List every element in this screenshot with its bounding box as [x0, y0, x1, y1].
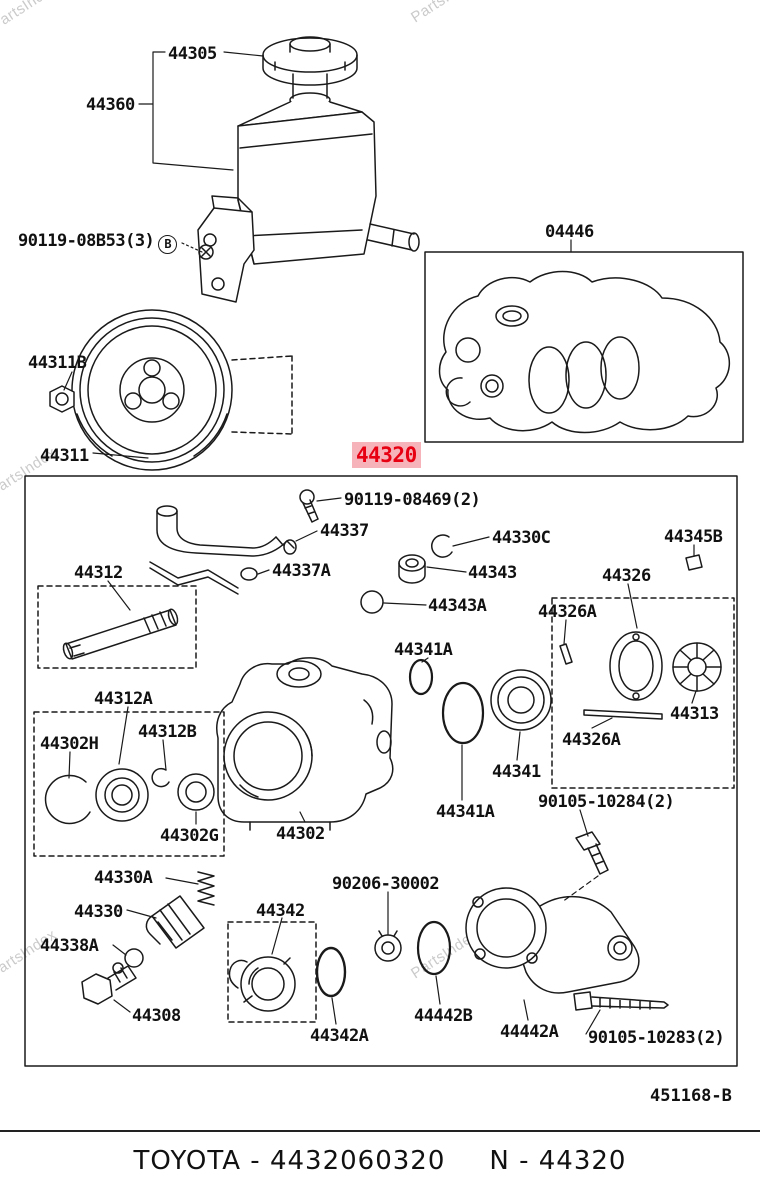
- part-pin-44326a-2: [583, 709, 663, 720]
- part-label-44341a-1: 44341A: [394, 640, 453, 660]
- part-label-04446: 04446: [545, 222, 594, 242]
- part-oring-44341a-1: [408, 658, 434, 696]
- part-ball-44343a: [360, 590, 384, 614]
- part-label-44337a: 44337A: [272, 561, 331, 581]
- part-valve-44330: [145, 895, 205, 949]
- part-label-44442b: 44442B: [414, 1006, 473, 1026]
- part-oring-44337a: [240, 567, 258, 581]
- part-label-44342a: 44342A: [310, 1026, 369, 1046]
- part-label-90105-10283: 90105-10283(2): [588, 1028, 725, 1048]
- part-label-text: 90119-08B53(3): [18, 231, 155, 251]
- part-rotor-44313: [672, 642, 722, 692]
- part-label-44313: 44313: [670, 704, 719, 724]
- part-spring-44330a: [197, 871, 215, 906]
- part-ball-44338a: [124, 948, 144, 968]
- part-label-44326a-2: 44326A: [562, 730, 621, 750]
- part-oring-44342a: [315, 946, 347, 998]
- part-label-44305: 44305: [168, 44, 217, 64]
- part-oring-44341a-2: [441, 681, 485, 745]
- gasket-kit-box: [424, 251, 744, 443]
- part-label-44343a: 44343A: [428, 596, 487, 616]
- part-label-44360: 44360: [86, 95, 135, 115]
- part-plug-44308: [81, 965, 137, 1005]
- part-label-90119-08b53: 90119-08B53(3)B: [18, 231, 178, 254]
- part-oring-44442b: [416, 920, 452, 976]
- part-label-44343: 44343: [468, 563, 517, 583]
- part-label-44312: 44312: [74, 563, 123, 583]
- part-label-44337: 44337: [320, 521, 369, 541]
- part-pump-body-44302: [216, 657, 394, 831]
- dotted-leader: [181, 242, 203, 253]
- part-bearing-44312a: [95, 768, 149, 822]
- part-label-44341: 44341: [492, 762, 541, 782]
- footer-toyota-part-number: TOYOTA - 4432060320: [133, 1146, 446, 1176]
- part-reservoir-cap: [262, 36, 358, 86]
- part-label-44342: 44342: [256, 901, 305, 921]
- part-union-44342: [228, 956, 296, 1012]
- footer-catalog-number: N - 44320: [489, 1146, 627, 1176]
- part-label-44326a-1: 44326A: [538, 602, 597, 622]
- part-shaft-44312: [62, 608, 179, 660]
- part-key-44345b: [685, 554, 703, 571]
- part-seal-44341: [490, 669, 552, 731]
- part-label-90105-10284: 90105-10284(2): [538, 792, 675, 812]
- footer-part-info: TOYOTA - 4432060320 N - 44320: [0, 1130, 760, 1190]
- part-label-44442a: 44442A: [500, 1022, 559, 1042]
- part-bolt-90119-08469: [299, 489, 319, 523]
- part-pin-44326a-1: [559, 643, 573, 665]
- drawing-number: 451168-B: [650, 1086, 732, 1106]
- part-label-44302: 44302: [276, 824, 325, 844]
- part-seal-44302g: [177, 773, 215, 811]
- part-bracket: [197, 195, 255, 303]
- part-label-44338a: 44338A: [40, 936, 99, 956]
- bearing-group-box: [33, 711, 225, 857]
- part-label-44326: 44326: [602, 566, 651, 586]
- part-label-44311b: 44311B: [28, 353, 87, 373]
- part-pulley-nut: [49, 385, 75, 413]
- main-diagram-box: [24, 475, 738, 1067]
- part-label-44308: 44308: [132, 1006, 181, 1026]
- part-bushing-44343: [398, 554, 426, 584]
- part-bracket-bolt: [198, 244, 214, 260]
- part-label-90206-30002: 90206-30002: [332, 874, 440, 894]
- part-label-44312b: 44312B: [138, 722, 197, 742]
- circled-b-icon: B: [158, 234, 178, 254]
- part-bolt-90105-10284: [575, 831, 609, 875]
- part-snapring-44302h: [44, 774, 91, 825]
- part-label-44312a: 44312A: [94, 689, 153, 709]
- part-label-90119-08469: 90119-08469(2): [344, 490, 481, 510]
- part-label-44330: 44330: [74, 902, 123, 922]
- part-label-44302g: 44302G: [160, 826, 219, 846]
- part-label-44311: 44311: [40, 446, 89, 466]
- part-label-44320-highlight: 44320: [352, 442, 421, 468]
- dashed-leader: [561, 875, 599, 903]
- part-label-44345b: 44345B: [664, 527, 723, 547]
- part-snapring-44330c: [431, 534, 453, 558]
- dashed-link-lines: [231, 355, 293, 435]
- part-label-44330c: 44330C: [492, 528, 551, 548]
- part-rear-cover-44442a: [465, 887, 640, 994]
- part-bolt-90105-10283: [573, 991, 669, 1011]
- part-clip-90206: [374, 930, 402, 962]
- leader-lines: [63, 51, 697, 1035]
- part-camring-44326: [609, 631, 663, 701]
- part-label-44330a: 44330A: [94, 868, 153, 888]
- part-label-44341a-2: 44341A: [436, 802, 495, 822]
- part-suction-tube-44337: [156, 505, 297, 557]
- part-pulley: [71, 309, 233, 471]
- part-snapring-44312b: [151, 767, 170, 788]
- part-label-44302h: 44302H: [40, 734, 99, 754]
- part-tube-bracket: [149, 561, 239, 595]
- shaft-group-box: [37, 585, 197, 669]
- part-reservoir-body: [237, 73, 420, 265]
- cartridge-group-box: [551, 597, 735, 789]
